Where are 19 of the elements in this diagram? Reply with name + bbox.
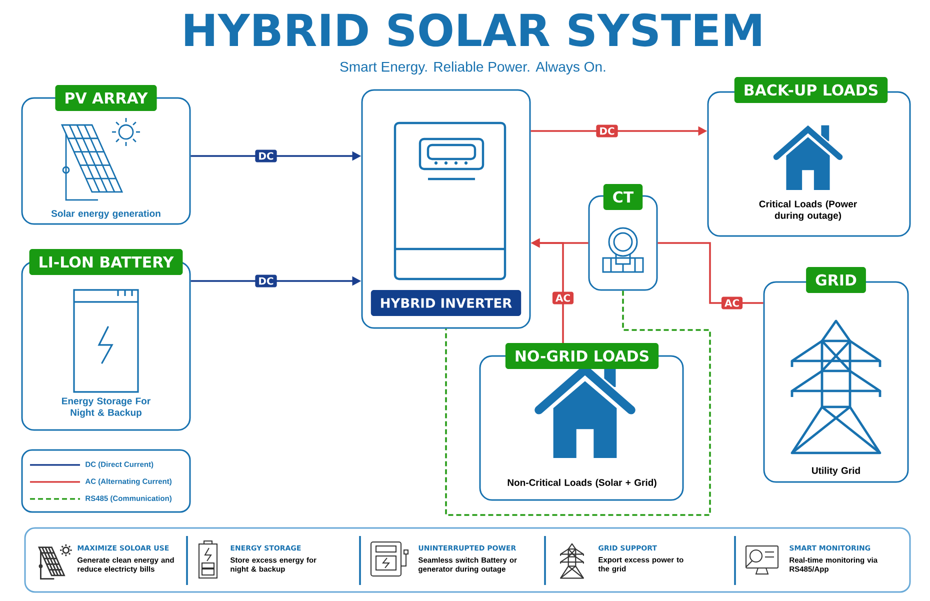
caption-text: Solar energy generation — [51, 210, 160, 219]
edge-label: AC — [552, 292, 574, 304]
caption-text: Utility Grid — [812, 466, 860, 476]
heading-tab: GRID — [806, 266, 866, 293]
heading-tab: BACK-UP LOADS — [734, 76, 888, 103]
title: HYBRID SOLAR SYSTEM — [185, 13, 761, 47]
heading-tab: PV ARRAY — [55, 85, 157, 111]
heading-tab: LI-LON BATTERY — [29, 249, 183, 275]
heading-tab: CT — [603, 184, 643, 210]
edge-label: DC — [255, 274, 277, 288]
edge-label: DC — [255, 150, 277, 162]
heading-tab: NO-GRID LOADS — [505, 342, 659, 369]
caption-text: Critical Loads (Power during outage) — [759, 200, 857, 221]
subtitle: Smart Energy. Reliable Power. Always On. — [340, 61, 606, 74]
heading-tab: HYBRID INVERTER — [370, 290, 522, 316]
edge-label: DC — [596, 124, 618, 138]
caption-text: Energy Storage For Night & Backup — [62, 398, 150, 418]
caption-text: Non-Critical Loads (Solar + Grid) — [508, 478, 656, 488]
edge-label: AC — [721, 296, 743, 310]
